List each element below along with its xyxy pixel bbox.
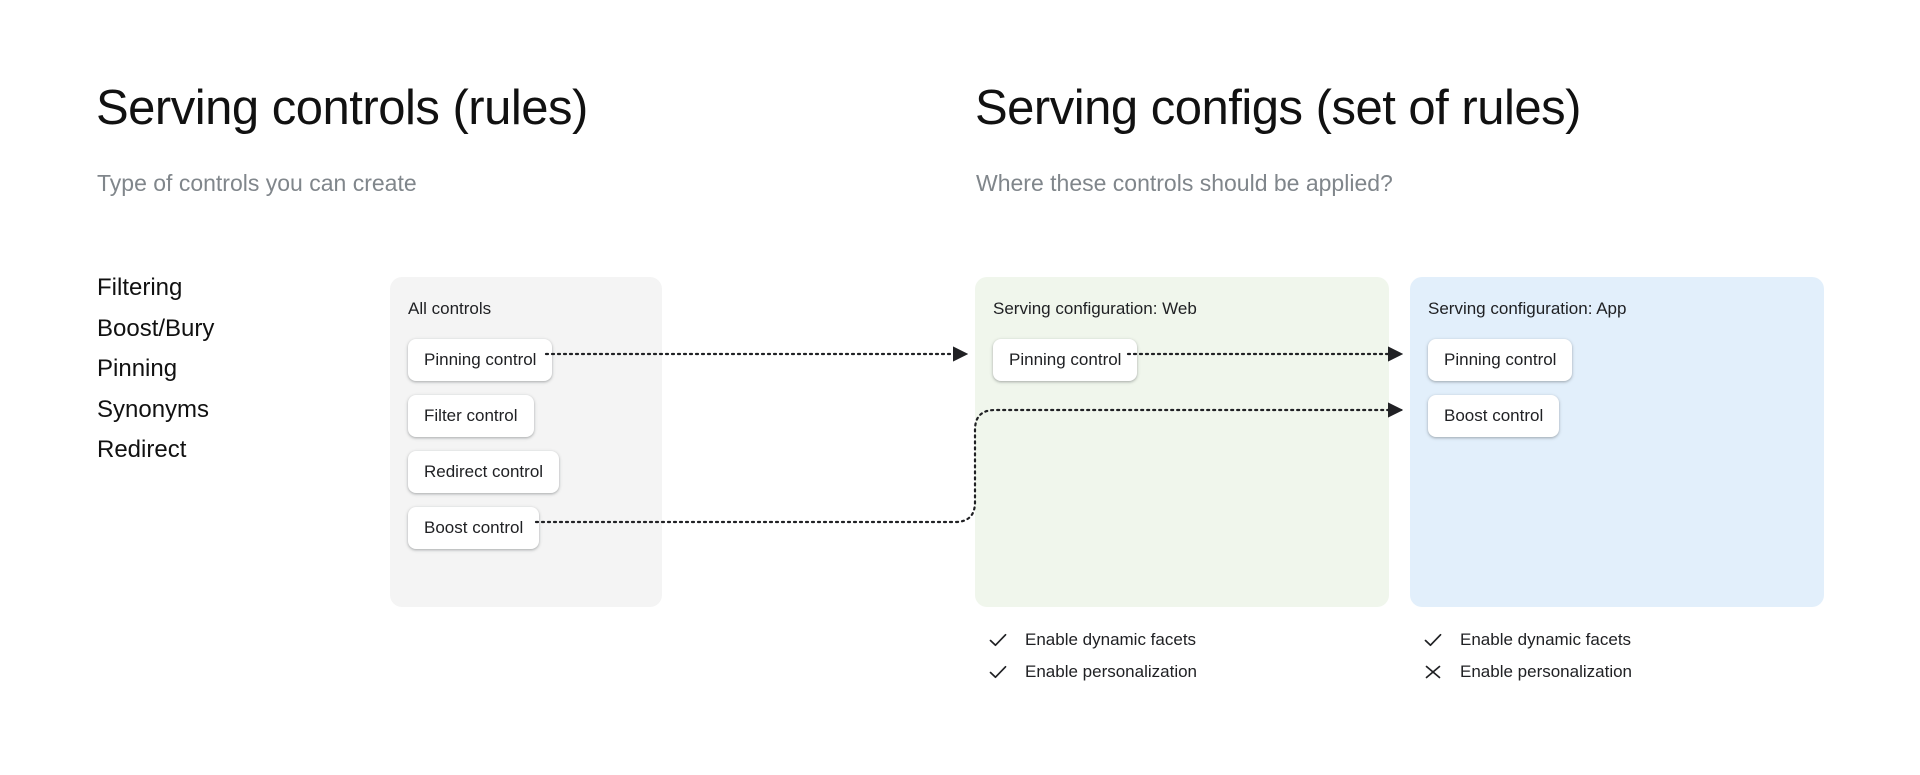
control-type-item: Filtering bbox=[97, 274, 183, 301]
chip-pinning-control[interactable]: Pinning control bbox=[993, 339, 1138, 381]
option-enable-dynamic-facets[interactable]: Enable dynamic facets bbox=[1422, 624, 1632, 656]
check-icon bbox=[987, 661, 1009, 683]
option-label: Enable dynamic facets bbox=[1460, 630, 1632, 649]
left-column-title: Serving controls (rules) bbox=[96, 81, 588, 135]
chip-boost-control[interactable]: Boost control bbox=[408, 507, 540, 549]
check-icon bbox=[987, 629, 1009, 651]
control-type-item: Pinning bbox=[97, 355, 178, 382]
panel-serving-config-web-title: Serving configuration: Web bbox=[993, 299, 1197, 318]
right-column-subtitle: Where these controls should be applied? bbox=[976, 170, 1393, 196]
chip-boost-control[interactable]: Boost control bbox=[1428, 395, 1560, 437]
app-chip-list: Pinning control Boost control bbox=[1428, 339, 1573, 451]
chip-pinning-control[interactable]: Pinning control bbox=[408, 339, 553, 381]
control-type-item: Boost/Bury bbox=[97, 314, 215, 342]
check-icon bbox=[1422, 629, 1444, 651]
panel-serving-config-app-title: Serving configuration: App bbox=[1428, 299, 1627, 318]
panel-all-controls: All controls Pinning control Filter cont… bbox=[390, 277, 662, 607]
left-column-subtitle: Type of controls you can create bbox=[97, 170, 417, 196]
app-options-list: Enable dynamic facets Enable personaliza… bbox=[1422, 624, 1632, 688]
chip-filter-control[interactable]: Filter control bbox=[408, 395, 534, 437]
control-type-item: Synonyms bbox=[97, 395, 210, 423]
option-label: Enable personalization bbox=[1460, 662, 1633, 681]
option-enable-dynamic-facets[interactable]: Enable dynamic facets bbox=[987, 624, 1197, 656]
option-enable-personalization[interactable]: Enable personalization bbox=[987, 656, 1197, 688]
right-column-title: Serving configs (set of rules) bbox=[975, 81, 1581, 135]
panel-serving-config-app: Serving configuration: App Pinning contr… bbox=[1410, 277, 1824, 607]
panel-all-controls-title: All controls bbox=[408, 299, 492, 318]
close-icon bbox=[1422, 661, 1444, 683]
option-label: Enable dynamic facets bbox=[1025, 630, 1197, 649]
chip-redirect-control[interactable]: Redirect control bbox=[408, 451, 560, 493]
chip-pinning-control[interactable]: Pinning control bbox=[1428, 339, 1573, 381]
option-enable-personalization[interactable]: Enable personalization bbox=[1422, 656, 1632, 688]
control-types-list: Filtering Boost/Bury Pinning Synonyms Re… bbox=[97, 268, 214, 471]
panel-serving-config-web: Serving configuration: Web Pinning contr… bbox=[975, 277, 1389, 607]
control-type-item: Redirect bbox=[97, 436, 187, 463]
option-label: Enable personalization bbox=[1025, 662, 1198, 681]
web-chip-list: Pinning control bbox=[993, 339, 1138, 395]
web-options-list: Enable dynamic facets Enable personaliza… bbox=[987, 624, 1197, 688]
all-controls-chip-list: Pinning control Filter control Redirect … bbox=[408, 339, 560, 563]
